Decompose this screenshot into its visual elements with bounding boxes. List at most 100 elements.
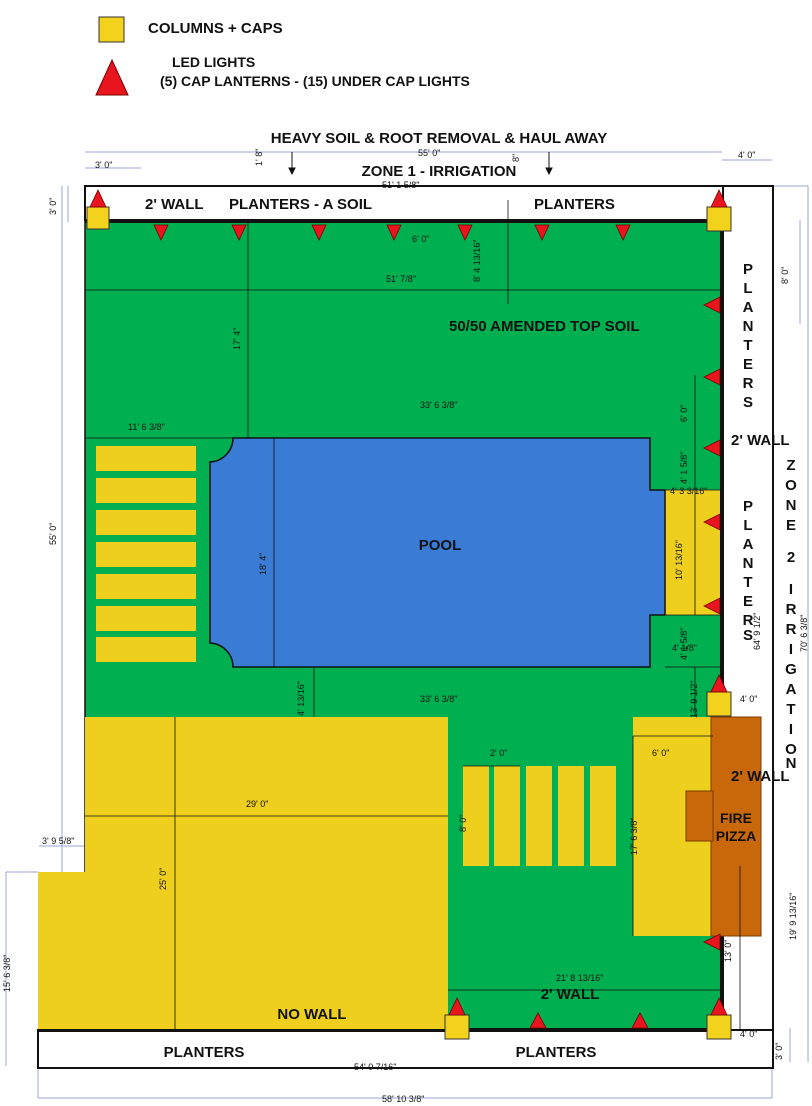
pool-label: POOL — [419, 537, 462, 554]
dim-4ft-bottom: 4' 0" — [740, 1029, 757, 1039]
svg-text:I: I — [789, 581, 793, 598]
legend-column-swatch — [98, 16, 125, 43]
top-arrows — [288, 152, 553, 176]
column-top-left — [86, 206, 110, 230]
pool-deck-strips — [96, 446, 196, 662]
svg-text:R: R — [743, 612, 754, 629]
legend-led-title: LED LIGHTS — [172, 54, 255, 70]
planters-right-upper-label: P L A N T E R S — [743, 261, 754, 411]
dim-18-4: 18' 4" — [258, 553, 268, 575]
planters-bottom-right-label: PLANTERS — [516, 1044, 597, 1061]
fire-pizza-hearth — [685, 790, 714, 842]
svg-text:O: O — [785, 477, 797, 494]
svg-text:N: N — [786, 497, 797, 514]
dim-10-13-16: 10' 13/16" — [674, 540, 684, 580]
amended-soil-label: 50/50 AMENDED TOP SOIL — [449, 318, 640, 335]
dim-51-7-8: 51' 7/8" — [386, 274, 416, 284]
svg-text:2: 2 — [787, 549, 795, 566]
dim-64-9-1-2: 64' 9 1/2" — [752, 613, 762, 650]
planters-a-soil-label: PLANTERS - A SOIL — [229, 196, 372, 213]
internal-dimension-lines — [85, 200, 741, 1029]
heavy-soil-label: HEAVY SOIL & ROOT REMOVAL & HAUL AWAY — [271, 130, 607, 147]
legend-led-detail: (5) CAP LANTERNS - (15) UNDER CAP LIGHTS — [160, 73, 470, 89]
dim-19-9-13-16: 19' 9 13/16" — [788, 893, 798, 940]
dim-4-1-8: 4' 1/8" — [672, 643, 697, 653]
dim-58-10-3-8: 58' 10 3/8" — [382, 1094, 424, 1104]
svg-text:P: P — [743, 261, 753, 278]
svg-text:A: A — [743, 536, 754, 553]
dim-17-4: 17' 4" — [232, 328, 242, 350]
pool-side-deck — [665, 490, 720, 615]
svg-text:T: T — [786, 701, 795, 718]
svg-text:N: N — [743, 555, 754, 572]
dim-21-8-13-16: 21' 8 13/16" — [556, 973, 603, 983]
dim-11-6-3-8: 11' 6 3/8" — [128, 422, 165, 432]
svg-text:I: I — [789, 641, 793, 658]
svg-text:R: R — [786, 601, 797, 618]
svg-text:O: O — [785, 741, 797, 758]
dim-4-3-3-16: 4' 3 3/16" — [670, 486, 707, 496]
svg-text:S: S — [743, 627, 753, 644]
dim-55ft-left: 55' 0" — [48, 523, 58, 545]
right-wall-upper-label: 2' WALL — [731, 432, 790, 449]
svg-text:S: S — [743, 394, 753, 411]
under-cap-lights — [153, 224, 721, 1029]
dim-4ft-top: 4' 0" — [738, 150, 755, 160]
planters-top-right-label: PLANTERS — [534, 196, 615, 213]
dim-8ft-steps: 8' 0" — [458, 815, 468, 832]
svg-text:Z: Z — [786, 457, 795, 474]
dim-15-6-3-8: 15' 6 3/8" — [2, 955, 12, 992]
dim-29ft: 29' 0" — [246, 799, 268, 809]
dim-33-6-3-8-bottom: 33' 6 3/8" — [420, 694, 457, 704]
svg-text:G: G — [785, 661, 797, 678]
dim-2ft: 2' 0" — [490, 748, 507, 758]
dim-25ft: 25' 0" — [158, 868, 168, 890]
top-wall-label: 2' WALL — [145, 196, 204, 213]
column-mid-right — [706, 691, 732, 717]
svg-text:L: L — [743, 517, 752, 534]
patio-lower-left — [38, 717, 448, 1029]
dim-13-9-1-2: 13' 9 1/2" — [689, 681, 699, 718]
right-wall-lower-label: 2' WALL — [731, 768, 790, 785]
svg-text:R: R — [743, 375, 754, 392]
top-planter-strip — [84, 185, 724, 221]
dim-33-6-3-8-top: 33' 6 3/8" — [420, 400, 457, 410]
dim-3ft-left: 3' 0" — [48, 198, 58, 215]
dim-54-0-7-16: 54' 0 7/16" — [354, 1062, 396, 1072]
svg-text:L: L — [743, 280, 752, 297]
svg-text:E: E — [786, 517, 796, 534]
columns — [86, 206, 732, 1040]
column-top-right — [706, 206, 732, 232]
dim-4-1-5-8-b: 4' 1 5/8" — [679, 628, 689, 660]
dim-13ft: 13' 0" — [723, 940, 733, 962]
legend-columns-caps: COLUMNS + CAPS — [148, 20, 283, 37]
legend-led-icon — [95, 58, 129, 96]
dim-3ft-bottom: 3' 0" — [774, 1043, 784, 1060]
dim-17-6-3-8: 17' 6 3/8" — [629, 818, 639, 855]
svg-text:I: I — [789, 721, 793, 738]
svg-text:E: E — [743, 593, 753, 610]
svg-text:P: P — [743, 498, 753, 515]
dim-6ft-right: 6' 0" — [679, 405, 689, 422]
pizza-label: PIZZA — [716, 828, 756, 844]
svg-text:T: T — [743, 337, 752, 354]
dim-70-6-3-8: 70' 6 3/8" — [799, 615, 809, 652]
planters-bottom-left-label: PLANTERS — [164, 1044, 245, 1061]
dim-55ft-top: 55' 0" — [418, 148, 440, 158]
svg-text:N: N — [786, 755, 797, 772]
dim-6ft-top: 6' 0" — [412, 234, 429, 244]
svg-text:T: T — [743, 574, 752, 591]
planters-right-lower-label: P L A N T E R S — [743, 498, 754, 644]
cap-lanterns — [89, 189, 728, 1016]
bottom-planter-strip — [37, 1029, 774, 1069]
zone1-label: ZONE 1 - IRRIGATION — [362, 163, 517, 180]
no-wall-label: NO WALL — [277, 1006, 346, 1023]
dim-3ft-top: 3' 0" — [95, 160, 112, 170]
dim-4ft-mid: 4' 0" — [740, 694, 757, 704]
pool — [209, 437, 666, 668]
column-bottom-center — [444, 1014, 470, 1040]
svg-text:R: R — [786, 621, 797, 638]
fire-pizza-oven — [710, 716, 762, 937]
dim-4-1-5-8-a: 4' 1 5/8" — [679, 452, 689, 484]
dim-6ft-kitchen: 6' 0" — [652, 748, 669, 758]
